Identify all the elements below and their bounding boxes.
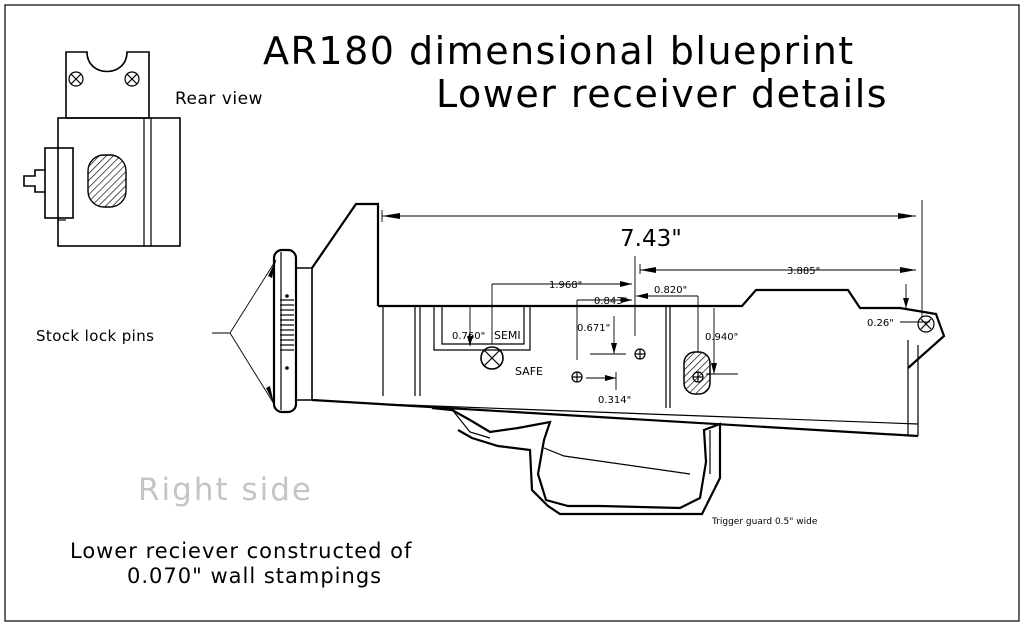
hatched-slot-icon	[683, 351, 711, 395]
dimension-0671: 0.671"	[577, 323, 610, 334]
title-line-1: AR180 dimensional blueprint	[263, 29, 855, 73]
pin-hole-icon	[634, 348, 646, 360]
stock-lock-pins-label: Stock lock pins	[36, 327, 154, 345]
pin-hole-icon	[571, 371, 583, 383]
selector-semi-label: SEMI	[494, 329, 521, 342]
construction-note-line-2: 0.070" wall stampings	[127, 564, 382, 588]
rear-view-drawing	[23, 51, 181, 247]
selector-lever-icon	[480, 346, 504, 370]
dimension-0820: 0.820"	[654, 285, 687, 296]
trigger-guard-note: Trigger guard 0.5" wide	[711, 517, 818, 527]
stock-lock-pin-spring	[280, 294, 294, 370]
view-label: Right side	[138, 472, 313, 508]
dimension-1968: 1.968"	[549, 280, 582, 291]
title-line-2: Lower receiver details	[436, 72, 888, 116]
dimension-026: 0.26"	[867, 318, 894, 329]
dimension-0760: 0.760"	[452, 331, 485, 342]
dimension-0940: 0.940"	[705, 332, 738, 343]
rear-view-label: Rear view	[175, 89, 263, 109]
receiver-side-view	[272, 202, 946, 438]
dimension-0314: 0.314"	[598, 395, 631, 406]
dimension-overall: 7.43"	[620, 226, 682, 252]
sheet-border	[4, 4, 1020, 622]
trigger-guard	[431, 406, 722, 516]
dimension-3885: 3.885"	[787, 266, 820, 277]
stock-lock-pins-leader	[212, 259, 277, 405]
dimension-0843: 0.843"	[594, 296, 627, 307]
selector-safe-label: SAFE	[515, 365, 543, 378]
dimension-lines	[381, 200, 930, 390]
construction-note-line-1: Lower reciever constructed of	[70, 539, 412, 563]
front-pivot-pin-icon	[917, 315, 935, 333]
